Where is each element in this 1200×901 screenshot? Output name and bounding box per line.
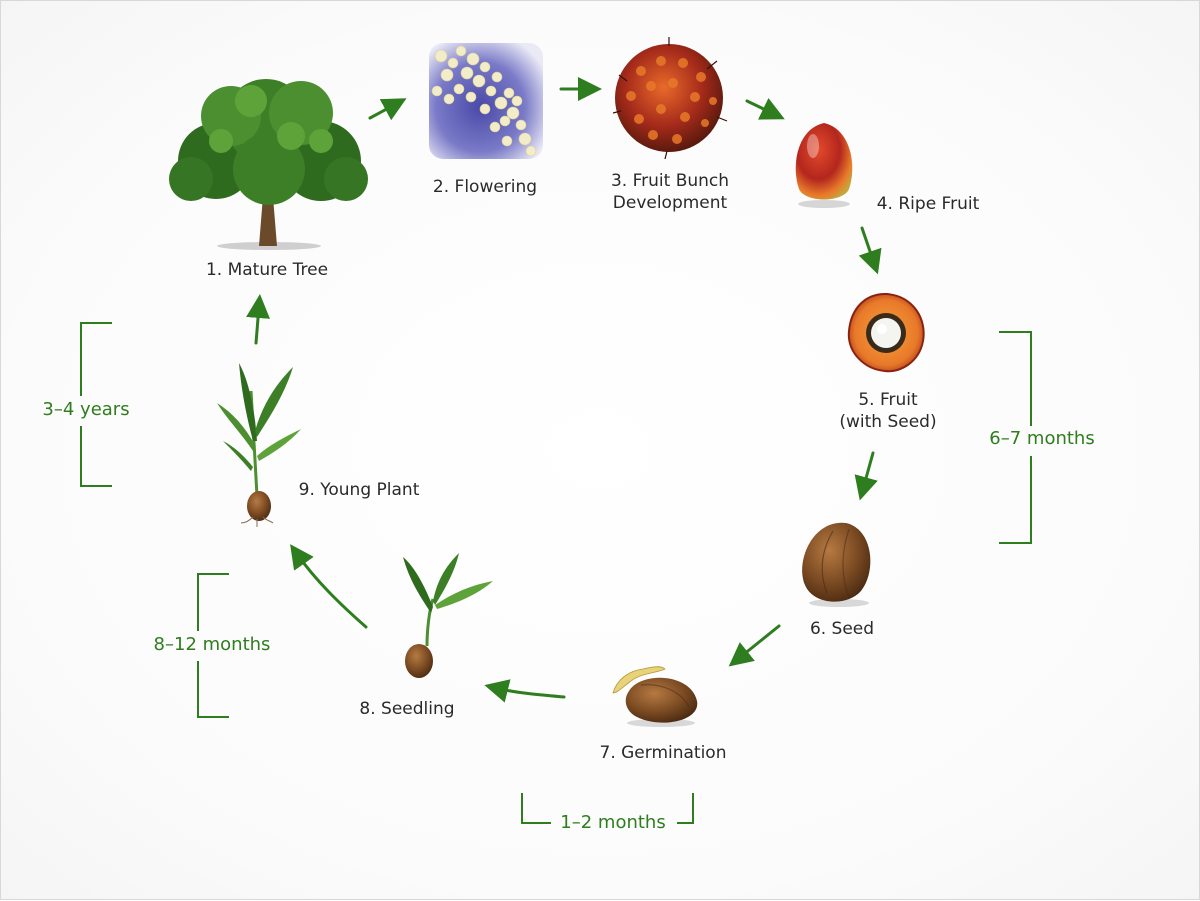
- duration-label-6-7-months: 6–7 months: [989, 428, 1095, 449]
- stage-label-seed: 6. Seed: [809, 619, 875, 639]
- stage-label-seedling: 8. Seedling: [359, 699, 455, 719]
- fruit-section-icon: [847, 292, 925, 373]
- arrow-ripe-to-section: [858, 226, 882, 275]
- flowering-icon: [429, 43, 543, 159]
- bracket-8-12-months: [197, 573, 229, 718]
- seed-icon: [802, 522, 871, 607]
- arrow-section-to-seed: [854, 451, 878, 501]
- germinating-seed-icon: [612, 666, 698, 727]
- arrow-young-to-tree: [246, 294, 270, 345]
- duration-label-8-12-months: 8–12 months: [153, 634, 271, 655]
- bracket-3-4-years: [80, 322, 112, 487]
- stage-label-germination: 7. Germination: [599, 743, 727, 763]
- stage-label-ripe-fruit: 4. Ripe Fruit: [876, 194, 980, 214]
- bracket-1-2-months: [521, 793, 694, 824]
- ripe-fruit-icon: [795, 123, 853, 208]
- arrow-seed-to-germination: [728, 624, 781, 667]
- stage-label-young-plant: 9. Young Plant: [298, 480, 420, 500]
- arrow-germination-to-seedling: [484, 679, 566, 703]
- young-plant-icon: [217, 363, 301, 527]
- bracket-6-7-months: [999, 331, 1032, 544]
- duration-label-1-2-months: 1–2 months: [560, 812, 666, 833]
- fruit-bunch-icon: [612, 37, 728, 160]
- arrow-bunch-to-ripe: [745, 97, 785, 120]
- duration-label-3-4-years: 3–4 years: [42, 399, 130, 420]
- arrow-seedling-to-young: [290, 544, 368, 629]
- seedling-icon: [403, 553, 493, 678]
- stage-label-fruit-with-seed: 5. Fruit (with Seed): [839, 390, 937, 432]
- stage-label-mature-tree: 1. Mature Tree: [205, 260, 329, 280]
- mature-tree-icon: [169, 79, 368, 250]
- arrow-tree-to-flowering: [368, 98, 407, 121]
- stage-label-flowering: 2. Flowering: [432, 177, 538, 197]
- stage-label-fruit-bunch: 3. Fruit Bunch Development: [610, 171, 730, 213]
